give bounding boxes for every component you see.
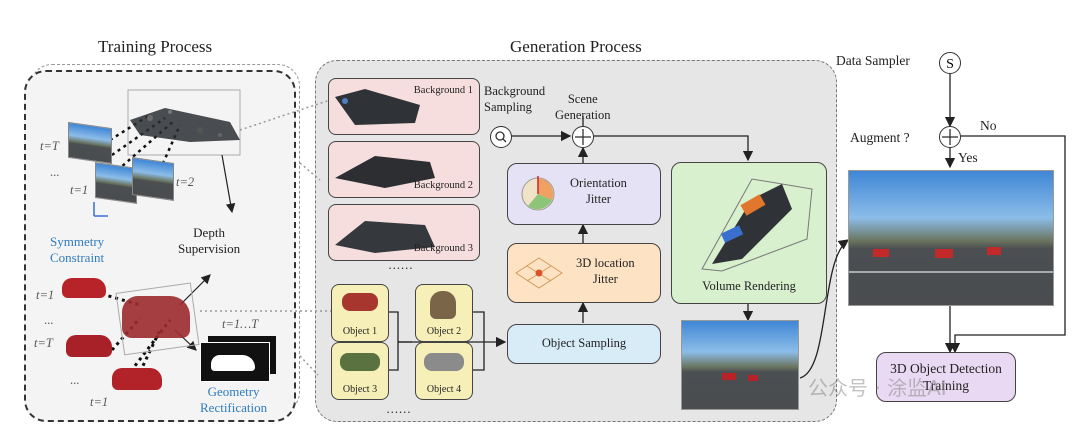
data-sampler-label: Data Sampler xyxy=(836,53,910,68)
depth-arrow-top xyxy=(221,154,236,214)
depth-arrow-bottom xyxy=(179,274,211,306)
label-t-1: t=1 xyxy=(70,183,89,197)
point-cloud xyxy=(130,100,240,150)
svg-text:S: S xyxy=(946,57,954,72)
object-sampling-box: Object Sampling xyxy=(507,324,661,364)
car-thumbnail-3 xyxy=(112,368,162,390)
object-label-1: Object 1 xyxy=(342,326,378,337)
background-card-3: Background 3 xyxy=(328,204,480,261)
background-card-2: Background 2 xyxy=(328,141,480,198)
background-card-1: Background 1 xyxy=(328,78,480,135)
object-card-3: Object 3 xyxy=(331,342,389,400)
orientation-icon xyxy=(521,176,555,211)
point-cloud-bbox xyxy=(127,89,241,156)
car-thumbnail-2 xyxy=(66,335,112,357)
orientation-jitter-box: Orientation Jitter xyxy=(507,163,661,225)
sampler-icon: S xyxy=(939,52,961,74)
detection-training-box: 3D Object Detection Training xyxy=(876,352,1016,402)
background-ellipsis: …… xyxy=(388,258,413,272)
training-process-title: Training Process xyxy=(98,37,213,56)
car-thumbnail-1 xyxy=(62,278,106,298)
car-label-t-1b: t=1 xyxy=(90,395,109,409)
label-t-2: t=2 xyxy=(176,175,195,189)
mask-front xyxy=(200,342,270,382)
car-label-t-T: t=T xyxy=(34,336,53,350)
car-label-dots: ... xyxy=(44,313,54,327)
background-label-3: Background 3 xyxy=(413,243,473,254)
object-ellipsis: …… xyxy=(386,402,411,416)
scene-generation-label: Scene Generation xyxy=(555,92,611,122)
object-card-2: Object 2 xyxy=(415,284,473,342)
yes-label: Yes xyxy=(958,150,978,165)
volume-rendering-box: Volume Rendering xyxy=(671,162,827,304)
volume-rendering-label: Volume Rendering xyxy=(702,279,796,293)
grid-icon xyxy=(515,257,563,289)
augment-label: Augment ? xyxy=(850,130,910,145)
car-label-t-1: t=1 xyxy=(36,288,55,302)
camera-frame-2 xyxy=(132,157,174,201)
object-card-1: Object 1 xyxy=(331,284,389,342)
object-label-4: Object 4 xyxy=(426,384,462,395)
magnifier-icon xyxy=(490,126,512,148)
watermark: 公众号 · 涂监AI xyxy=(808,376,947,400)
background-label-2: Background 2 xyxy=(413,180,473,191)
car-reconstruction xyxy=(122,296,190,338)
symmetry-constraint-label: Symmetry Constraint xyxy=(50,234,105,266)
camera-rays xyxy=(109,113,182,176)
camera-frame-1 xyxy=(95,162,137,204)
label-dots-frames: ... xyxy=(50,165,60,179)
camera-frame-t xyxy=(68,121,112,165)
background-label-1: Background 1 xyxy=(413,85,473,96)
volume-render-scene xyxy=(701,178,813,272)
location-jitter-label: 3D location Jitter xyxy=(576,256,635,286)
geometry-rectification-label: Geometry Rectification xyxy=(200,384,268,416)
generation-process-title: Generation Process xyxy=(510,37,642,56)
no-label: No xyxy=(980,118,997,133)
object-label-3: Object 3 xyxy=(342,384,378,395)
detection-training-label: 3D Object Detection Training xyxy=(890,361,1002,393)
background-sampling-label: Background Sampling xyxy=(484,84,546,114)
augmented-scene-image xyxy=(848,170,1054,306)
augment-merge-icon xyxy=(939,126,961,148)
rendered-image xyxy=(681,320,799,410)
location-jitter-box: 3D location Jitter xyxy=(507,243,661,303)
depth-supervision-label: Depth Supervision xyxy=(178,225,241,257)
scene-merge-icon xyxy=(572,126,594,148)
car-label-dots-2: ... xyxy=(70,373,80,387)
car-bbox xyxy=(115,282,200,356)
orientation-jitter-label: Orientation Jitter xyxy=(570,176,627,206)
label-t-T: t=T xyxy=(40,139,59,153)
object-sampling-label: Object Sampling xyxy=(541,336,627,350)
object-card-4: Object 4 xyxy=(415,342,473,400)
camera-axis-icon xyxy=(93,202,108,217)
object-label-2: Object 2 xyxy=(426,326,462,337)
label-t-range: t=1…T xyxy=(222,317,259,331)
